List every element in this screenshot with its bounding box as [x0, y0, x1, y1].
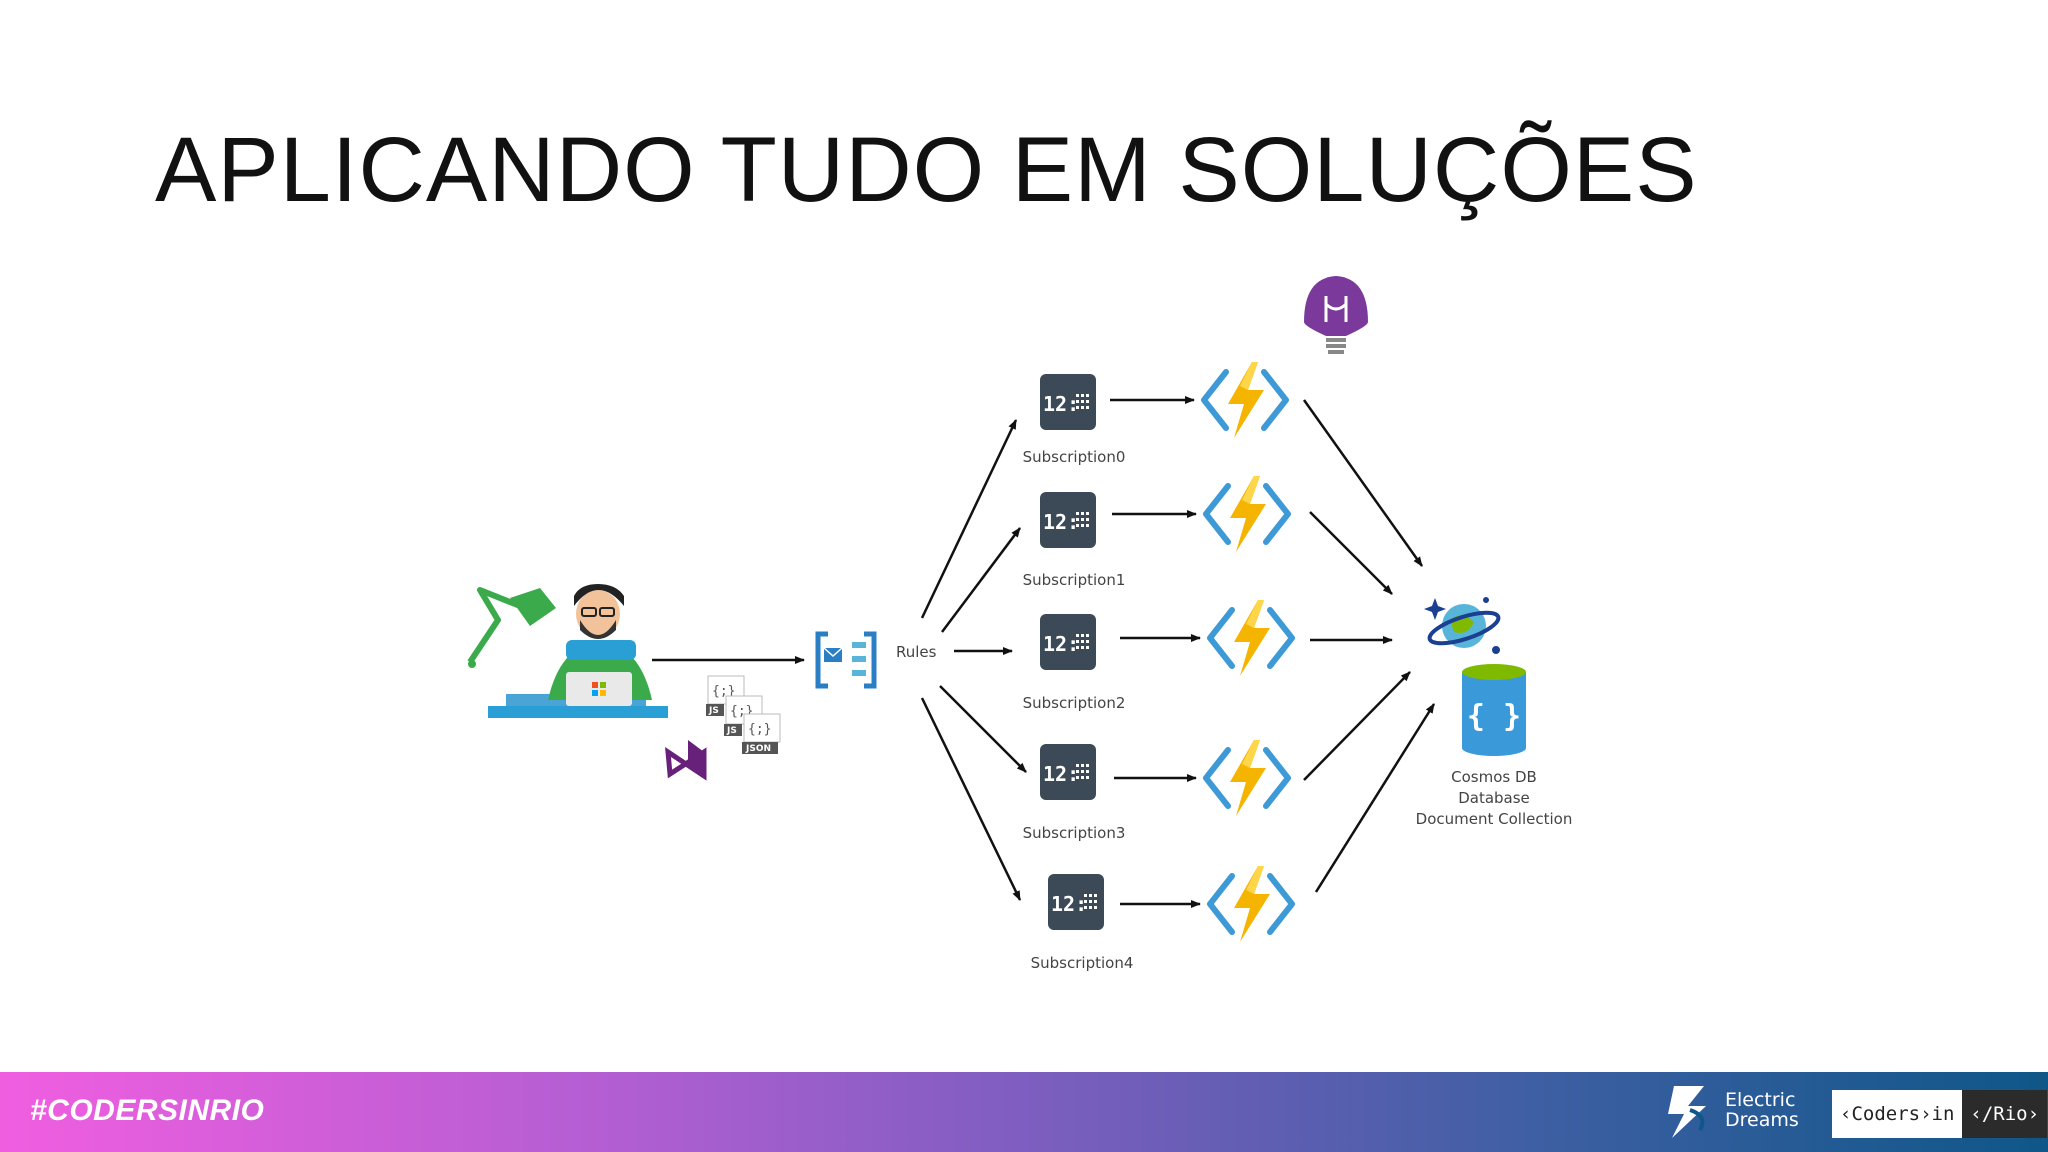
electric-dreams-logo: Electric Dreams	[1660, 1082, 1900, 1142]
coders-in-label: ‹Coders›in	[1832, 1090, 1963, 1138]
subscription-label: Subscription0	[1023, 448, 1126, 466]
rio-label: ‹/Rio›	[1962, 1090, 2048, 1138]
slide-title: APLICANDO TUDO EM SOLUÇÕES	[155, 119, 1698, 221]
arrow	[1309, 511, 1393, 595]
subscription-row-2: 12: Subscription2	[1023, 600, 1393, 712]
scheduler-time: 12:	[1043, 762, 1079, 786]
azure-function-icon	[1204, 362, 1286, 438]
azure-function-icon	[1206, 740, 1288, 816]
footer-hashtag: #CODERSINRIO	[30, 1094, 265, 1127]
electric-dreams-line2: Dreams	[1725, 1109, 1799, 1131]
scheduler-time: 12:	[1051, 892, 1087, 916]
code-file: {;} JSON	[742, 713, 781, 754]
code-tag: JS	[726, 726, 737, 736]
coders-in-rio-logo: ‹Coders›in ‹/Rio›	[1832, 1090, 2048, 1138]
azure-function-icon	[1210, 866, 1292, 942]
database-icon: { }	[1462, 664, 1526, 756]
cosmos-db-icon	[1424, 597, 1501, 654]
arrow	[1302, 399, 1424, 567]
subscription-row-0: 12: Subscription0	[1023, 362, 1424, 567]
subscription-label: Subscription2	[1023, 694, 1126, 712]
arrow	[939, 685, 1027, 773]
subscription-row-4: 12: Subscription4	[1031, 703, 1436, 972]
code-glyph: {;}	[712, 684, 735, 699]
code-files: {;} JS {;} JS {;} JSON	[706, 675, 781, 754]
developer-illustration	[467, 584, 668, 718]
azure-function-icon	[1206, 476, 1288, 552]
db-glyph: { }	[1467, 699, 1521, 734]
arrow	[920, 419, 1018, 619]
arrow	[941, 527, 1021, 633]
code-tag: JSON	[745, 744, 771, 754]
rules-label: Rules	[896, 643, 937, 661]
code-tag: JS	[708, 706, 719, 716]
architecture-diagram: {;} JS {;} JS {;} JSON Rules	[467, 276, 1573, 972]
event-grid-icon	[815, 631, 877, 689]
subscription-label: Subscription3	[1023, 824, 1126, 842]
app-insights-icon	[1304, 276, 1368, 354]
cosmos-label-line3: Document Collection	[1416, 810, 1573, 828]
subscription-row-1: 12: Subscription1	[1023, 476, 1393, 595]
arrow	[1303, 671, 1411, 781]
electric-dreams-icon	[1668, 1086, 1706, 1138]
electric-dreams-line1: Electric	[1725, 1089, 1796, 1111]
scheduler-time: 12:	[1043, 510, 1079, 534]
code-glyph: {;}	[748, 722, 771, 737]
arrow	[1314, 703, 1436, 893]
footer-bar: #CODERSINRIO Electric Dreams ‹Coders›in …	[0, 1072, 2048, 1152]
cosmos-label-line1: Cosmos DB	[1451, 768, 1537, 786]
scheduler-time: 12:	[1043, 392, 1079, 416]
scheduler-time: 12:	[1043, 632, 1079, 656]
cosmos-label-line2: Database	[1458, 789, 1530, 807]
subscription-label: Subscription1	[1023, 571, 1126, 589]
arrow	[920, 697, 1022, 901]
azure-function-icon	[1210, 600, 1292, 676]
subscription-row-3: 12: Subscription3	[1023, 671, 1411, 842]
visual-studio-icon	[665, 740, 707, 781]
subscription-label: Subscription4	[1031, 954, 1134, 972]
